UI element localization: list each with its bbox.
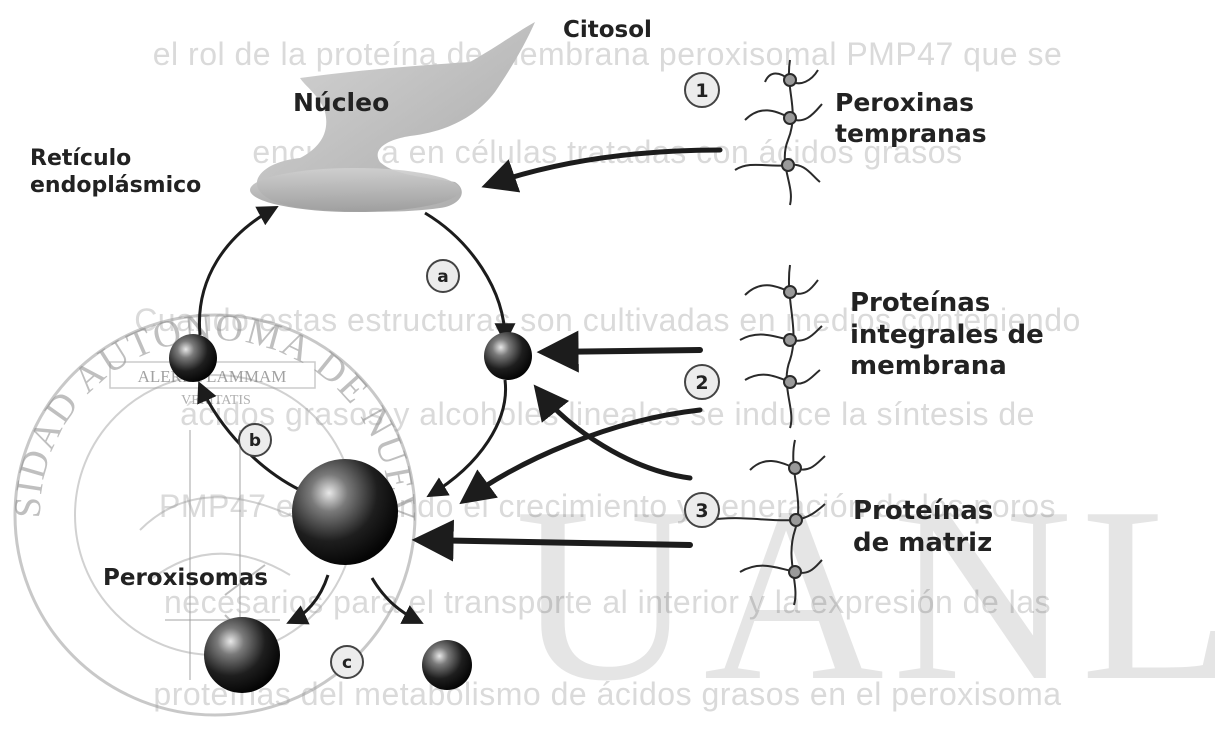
svg-text:1: 1: [695, 80, 708, 102]
integral-proteins-label-line: membrana: [850, 351, 1007, 382]
arrow-division-right-c: [370, 577, 424, 624]
preperoxisome-sphere: [484, 332, 532, 380]
step-a-marker: a: [426, 259, 460, 293]
svg-text:c: c: [342, 653, 352, 673]
step-b-marker: b: [238, 423, 272, 457]
step-3-marker: 3: [684, 492, 720, 528]
matrix-proteins-icon: [709, 439, 826, 606]
matrix-proteins-label-line: de matriz: [853, 527, 993, 558]
integral-membrane-proteins-icon: [739, 264, 823, 429]
early-peroxins-label: Peroxinas tempranas: [835, 88, 987, 149]
arrow-preperoxisome-to-peroxisome: [426, 379, 508, 498]
arrow-membrane-protein-import-c: [533, 384, 693, 481]
arrow-vesicle-to-er: [197, 206, 279, 336]
step-2-marker: 2: [684, 364, 720, 400]
early-peroxins-label-line: tempranas: [835, 118, 987, 148]
arrow-early-peroxins-import: [481, 147, 723, 193]
daughter-peroxisome-small: [422, 640, 472, 690]
svg-text:a: a: [437, 267, 448, 287]
background-text-line: necesarios para el transporte al interio…: [163, 584, 1052, 620]
er-label-line: Retículo: [30, 146, 132, 171]
nucleus-label: Núcleo: [293, 88, 390, 117]
early-peroxins-label-line: Peroxinas: [835, 88, 975, 117]
step-1-marker: 1: [684, 72, 720, 108]
uanl-watermark: UANL: [515, 456, 1215, 733]
arrow-membrane-protein-import-b: [459, 407, 703, 505]
mature-peroxisome-sphere: [292, 459, 398, 565]
daughter-peroxisome-large: [204, 617, 280, 693]
arrow-matrix-protein-import: [411, 519, 693, 562]
cytosol-label: Citosol: [563, 17, 652, 43]
integral-proteins-label-line: Proteínas: [850, 288, 991, 318]
er-label: Retículo endoplásmico: [30, 146, 201, 200]
er-shape: [250, 168, 460, 212]
integral-membrane-proteins-label: Proteínas integrales de membrana: [850, 288, 1044, 383]
background-text-line: ácidos grasos y alcoholes lineales se in…: [180, 396, 1035, 432]
step-c-marker: c: [330, 645, 364, 679]
er-label-line: endoplásmico: [30, 172, 202, 198]
background-text-line: Cuando estas estructuras son cultivadas …: [134, 302, 1081, 338]
matrix-proteins-label-line: Proteínas: [853, 496, 994, 526]
integral-proteins-label-line: integrales de: [850, 319, 1044, 350]
svg-text:b: b: [249, 431, 261, 451]
vesicle-sphere: [169, 334, 217, 382]
matrix-proteins-label: Proteínas de matriz: [853, 496, 993, 559]
peroxisomes-label: Peroxisomas: [103, 565, 268, 591]
arrow-membrane-protein-import-a: [536, 330, 703, 373]
early-peroxins-icon: [734, 59, 823, 206]
arrow-er-to-preperoxisome-a: [424, 211, 516, 345]
nucleus-shape: [256, 22, 535, 212]
background-text-line: el rol de la proteína de membrana peroxi…: [152, 36, 1063, 72]
arrow-division-left-c: [286, 574, 330, 625]
svg-text:3: 3: [695, 500, 708, 522]
svg-text:2: 2: [695, 372, 708, 394]
